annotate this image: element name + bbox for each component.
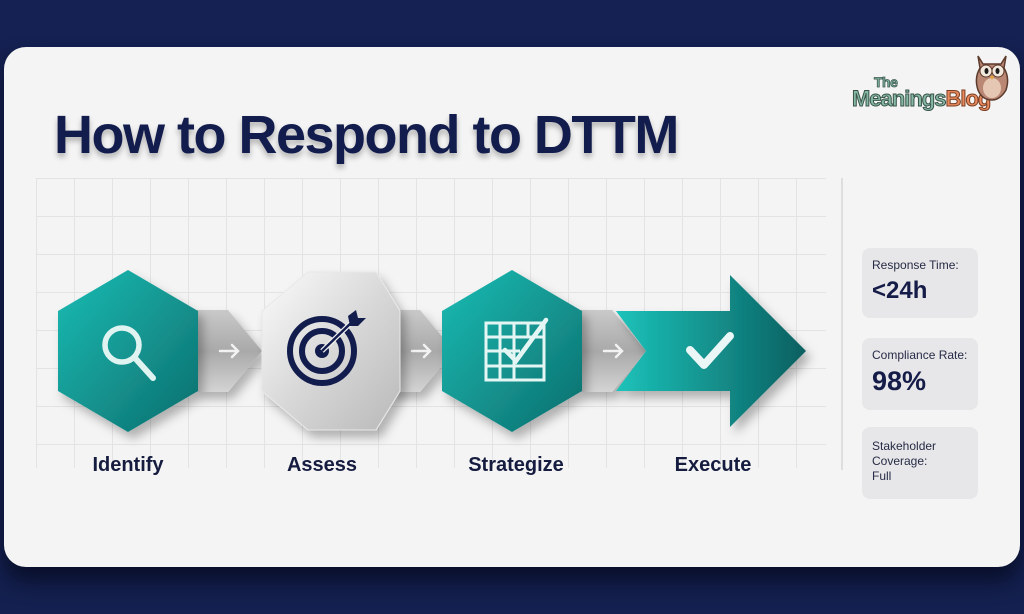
- right-arrow-icon: [410, 343, 432, 359]
- page-title: How to Respond to DTTM: [54, 105, 679, 165]
- magnifying-glass-icon: [102, 325, 156, 381]
- target-with-arrow-icon: [287, 310, 366, 386]
- metric-value: <24h: [872, 277, 928, 304]
- connector-2: [388, 310, 454, 392]
- metric-label: Compliance Rate:: [872, 348, 968, 362]
- panel-divider: [841, 178, 843, 470]
- step-identify: [58, 270, 198, 432]
- logo-wordmark: MeaningsBlog: [851, 86, 991, 112]
- metric-label: Response Time:: [872, 258, 959, 272]
- metric-stakeholder-coverage: Stakeholder Coverage: Full: [862, 427, 978, 499]
- blog-logo: The MeaningsBlog: [851, 52, 1017, 122]
- step-strategize: [442, 270, 582, 432]
- background-band: [0, 0, 1024, 50]
- step-label-identify: Identify: [92, 454, 164, 476]
- right-arrow-icon: [602, 343, 624, 359]
- metric-value: 98%: [872, 366, 927, 396]
- grid-checklist-icon: [484, 317, 549, 382]
- step-label-assess: Assess: [286, 454, 358, 476]
- right-arrow-icon: [218, 343, 240, 359]
- checkmark-icon: [686, 332, 734, 369]
- step-assess: [261, 271, 401, 431]
- step-execute: [616, 275, 806, 427]
- metric-response-time: Response Time: <24h: [862, 248, 978, 318]
- owl-icon: [975, 55, 1009, 101]
- metric-label: Stakeholder Coverage: Full: [872, 439, 937, 483]
- metric-compliance-rate: Compliance Rate: 98%: [862, 338, 978, 410]
- connector-1: [196, 310, 262, 392]
- step-label-strategize: Strategize: [468, 454, 564, 476]
- step-label-execute: Execute: [674, 454, 752, 476]
- logo-the: The: [874, 74, 899, 91]
- connector-3: [580, 310, 646, 392]
